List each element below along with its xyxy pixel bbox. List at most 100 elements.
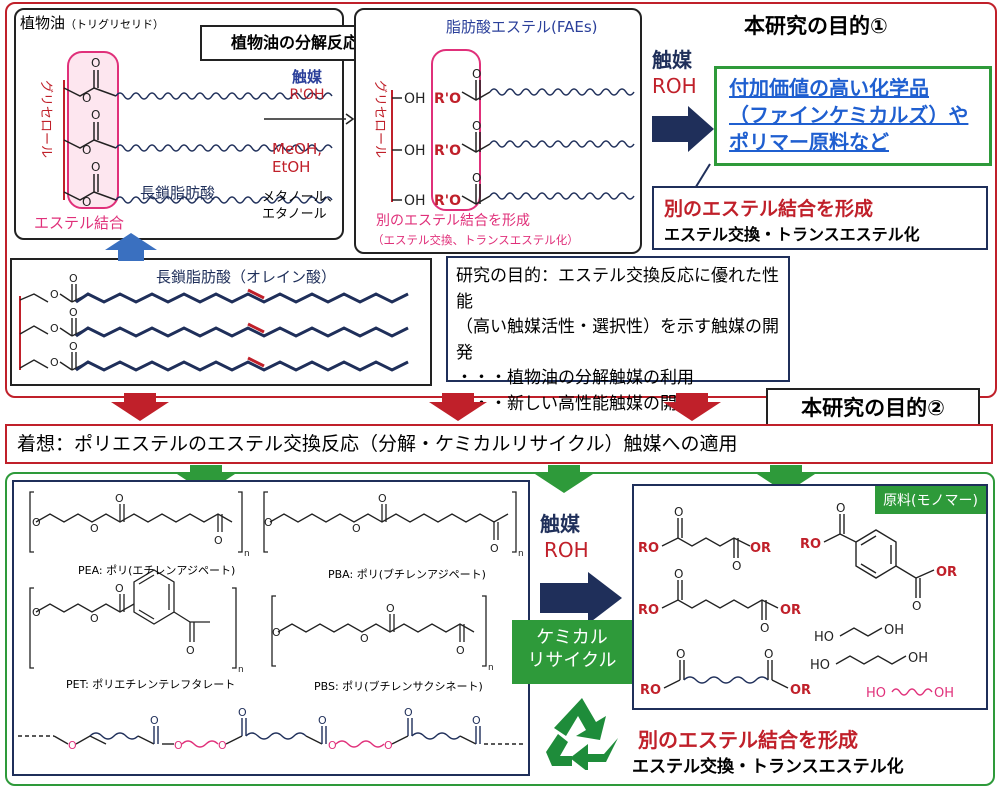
svg-text:O: O bbox=[490, 542, 499, 555]
pba-label: PBA: ポリ(ブチレンアジペート) bbox=[328, 568, 486, 581]
svg-text:O: O bbox=[472, 171, 481, 185]
long-fa-label: 長鎖脂肪酸 bbox=[140, 184, 215, 202]
svg-text:O: O bbox=[91, 108, 100, 122]
ro-prime-1: R'O bbox=[434, 91, 461, 107]
chain-o-5: O bbox=[384, 739, 393, 752]
svg-text:O: O bbox=[32, 516, 41, 529]
decomp-title: 植物油の分解反応 bbox=[230, 33, 359, 52]
n-pba: n bbox=[518, 549, 524, 559]
svg-text:O: O bbox=[456, 644, 465, 657]
oh-1: OH bbox=[404, 91, 426, 107]
monomer-label: 原料(モノマー) bbox=[875, 486, 986, 514]
svg-text:O: O bbox=[186, 644, 195, 657]
svg-text:O: O bbox=[836, 501, 845, 515]
recycle-icon bbox=[546, 698, 618, 770]
svg-text:O: O bbox=[50, 322, 59, 335]
svg-text:O: O bbox=[69, 272, 78, 285]
svg-text:O: O bbox=[69, 306, 78, 319]
m6-or: OR bbox=[790, 683, 811, 698]
ro-prime-2: R'O bbox=[434, 143, 461, 159]
alcohol-2: エタノール bbox=[262, 206, 327, 222]
oh-2: OH bbox=[404, 143, 426, 159]
svg-text:O: O bbox=[360, 632, 369, 645]
reaction-arrow bbox=[264, 113, 354, 125]
fae-box: 脂肪酸エステル(FAEs) グリセロール OH OH OH R'O R'O R'… bbox=[354, 8, 642, 254]
svg-text:O: O bbox=[318, 714, 327, 727]
ester-bond-label: エステル結合 bbox=[34, 214, 124, 232]
m3-or: OR bbox=[936, 565, 957, 580]
svg-text:O: O bbox=[674, 505, 683, 519]
idea-box: 着想：ポリエステルのエステル交換反応（分解・ケミカルリサイクル）触媒への適用 bbox=[5, 424, 993, 464]
monomer-box: 原料(モノマー) RO OR RO OR bbox=[632, 484, 988, 710]
purpose-line-4: ・・・新しい高性能触媒の開発 bbox=[456, 393, 694, 414]
svg-text:O: O bbox=[50, 288, 59, 301]
svg-text:O: O bbox=[82, 143, 91, 157]
value-chem-3[interactable]: ポリマー原料など bbox=[729, 130, 889, 154]
cat-label-2: 触媒 bbox=[540, 512, 580, 536]
svg-text:O: O bbox=[352, 522, 361, 535]
svg-text:O: O bbox=[912, 599, 921, 613]
svg-text:O: O bbox=[32, 606, 41, 619]
svg-text:O: O bbox=[69, 340, 78, 353]
purpose-1: 本研究の目的① bbox=[744, 14, 888, 38]
glycerol-label: グリセロール bbox=[38, 80, 53, 158]
svg-text:O: O bbox=[732, 559, 741, 573]
bottom-trans: エステル交換・トランスエステル化 bbox=[632, 757, 904, 777]
ro-prime-3: R'O bbox=[434, 193, 461, 209]
purpose-2: 本研究の目的② bbox=[801, 396, 945, 420]
red-arrow-3 bbox=[663, 393, 721, 421]
svg-text:O: O bbox=[472, 119, 481, 133]
fae-trans: （エステル交換、トランスエステル化） bbox=[372, 233, 579, 247]
value-chem-2[interactable]: （ファインケミカルズ）や bbox=[729, 103, 969, 127]
purpose-line-2: （高い触媒活性・選択性）を示す触媒の開発 bbox=[456, 317, 779, 363]
rprime-oh: R'OH bbox=[289, 87, 325, 103]
svg-text:O: O bbox=[674, 567, 683, 581]
oh-3: OH bbox=[404, 193, 426, 209]
diol-oh: OH bbox=[934, 686, 954, 701]
purpose-line-1: 研究の目的：エステル交換反応に優れた性能 bbox=[456, 266, 779, 312]
cat-label: 触媒 bbox=[291, 68, 322, 86]
bottom-frame bbox=[5, 472, 995, 786]
bdo-oh: OH bbox=[908, 651, 928, 666]
vegoil-title: 植物油 bbox=[20, 14, 66, 32]
oleic-label: 長鎖脂肪酸（オレイン酸） bbox=[156, 268, 337, 286]
chain-o-4: O bbox=[328, 739, 337, 752]
m2-or: OR bbox=[780, 603, 801, 618]
svg-text:O: O bbox=[378, 492, 387, 505]
red-arrow-2 bbox=[429, 393, 487, 421]
purpose-box: 研究の目的：エステル交換反応に優れた性能 （高い触媒活性・選択性）を示す触媒の開… bbox=[446, 256, 790, 414]
m2-ro: RO bbox=[638, 603, 659, 618]
value-chem-1[interactable]: 付加価値の高い化学品 bbox=[729, 76, 929, 100]
new-ester-title: 別のエステル結合を形成 bbox=[664, 198, 874, 220]
big-arrow-right-1 bbox=[652, 106, 714, 152]
new-ester-sub: エステル交換・トランスエステル化 bbox=[664, 225, 920, 244]
n-pea: n bbox=[244, 549, 250, 559]
cat-roh-label: 触媒 bbox=[652, 48, 692, 72]
alcohol-1: メタノール、 bbox=[262, 190, 340, 205]
svg-text:O: O bbox=[115, 492, 124, 505]
n-pbs: n bbox=[488, 663, 494, 673]
big-arrow-right-2 bbox=[540, 572, 622, 624]
etoh-label: EtOH bbox=[272, 158, 311, 176]
fae-title: 脂肪酸エステル(FAEs) bbox=[446, 18, 598, 36]
chem-recycle-1: ケミカル bbox=[536, 627, 608, 648]
pea-label: PEA: ポリ(エチレンアジペート) bbox=[78, 564, 236, 577]
chain-o-3: O bbox=[218, 739, 227, 752]
roh-label-2: ROH bbox=[544, 538, 589, 562]
svg-text:O: O bbox=[214, 534, 223, 547]
vegoil-sub: （トリグリセリド） bbox=[65, 18, 165, 31]
pet-label: PET: ポリエチレンテレフタレート bbox=[66, 678, 236, 691]
svg-text:O: O bbox=[386, 602, 395, 615]
svg-text:O: O bbox=[90, 612, 99, 625]
svg-text:O: O bbox=[115, 582, 124, 595]
chem-recycle-2: リサイクル bbox=[527, 650, 617, 672]
svg-text:O: O bbox=[272, 626, 281, 639]
svg-text:O: O bbox=[676, 647, 685, 661]
triglyceride-structure: グリセロール O O O O O O 長鎖脂肪酸 エステル結合 bbox=[34, 51, 333, 232]
bottom-new-ester: 別のエステル結合を形成 bbox=[638, 728, 858, 752]
svg-text:O: O bbox=[404, 706, 413, 719]
m1-ro: RO bbox=[638, 541, 659, 556]
svg-text:O: O bbox=[760, 621, 769, 635]
